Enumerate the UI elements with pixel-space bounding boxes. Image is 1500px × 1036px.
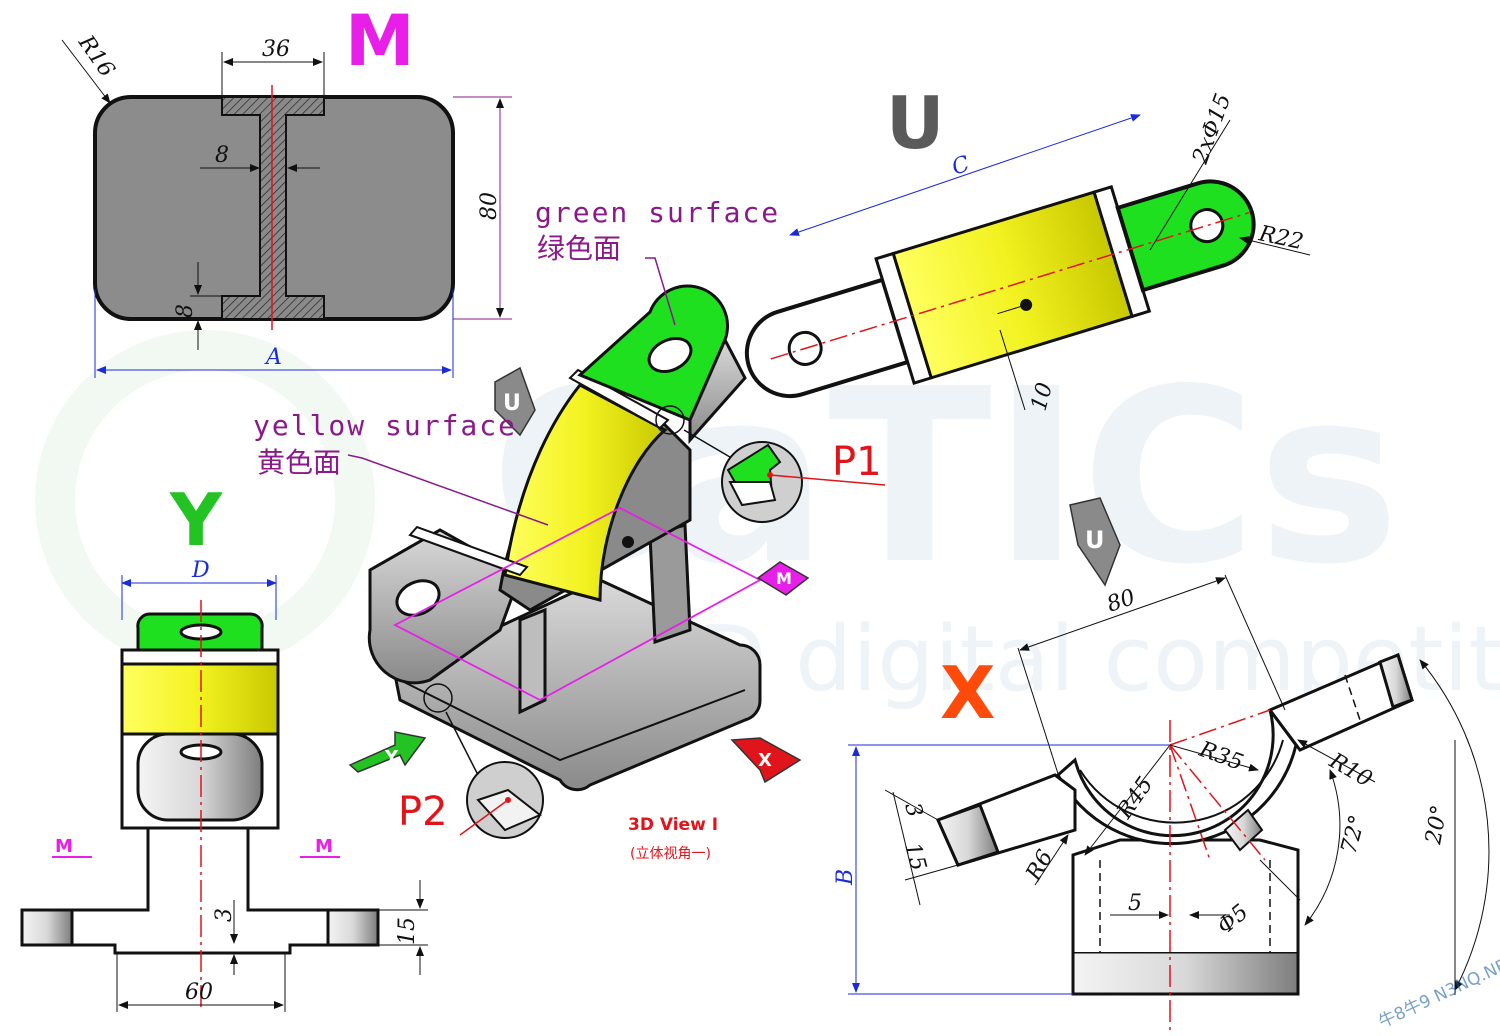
arrow-u: U [494, 366, 536, 437]
svg-text:Y: Y [384, 747, 399, 768]
view-caption: 3D View I [628, 815, 718, 835]
x-dim-r6-text: R6 [1021, 846, 1058, 886]
x-dim-15-text: 15 [899, 840, 930, 874]
y-section-mark-right: M [315, 836, 333, 857]
green-surface-note-cn: 绿色面 [537, 232, 621, 265]
x-dim-5-text: 5 [1128, 891, 1142, 916]
p1-label: P1 [832, 439, 882, 485]
y-dim-3-text: 3 [212, 908, 237, 922]
3d-left-lug [367, 528, 522, 685]
u-dim-r22-text: R22 [1256, 221, 1306, 255]
arrow-x: U [1069, 497, 1121, 587]
arrow-xred: X [730, 737, 802, 784]
u-dim-holes-text: 2xΦ15 [1188, 90, 1237, 168]
view-m-label: M [345, 0, 415, 82]
view-y-label: Y [169, 478, 223, 562]
arrow-y: Y [348, 731, 427, 773]
y-dim-15-text: 15 [395, 917, 420, 945]
u-dim-c-text: C [949, 152, 973, 181]
view-x-label: X [940, 651, 996, 735]
m-dim-80-text: 80 [477, 192, 502, 220]
y-dim-d-text: D [191, 558, 210, 583]
m-dim-r16-text: R16 [73, 30, 120, 82]
view-y: Y D M M 60 3 15 [20, 478, 428, 1012]
view-m: M 36 8 80 8 A R16 [61, 0, 512, 378]
m-dim-36-text: 36 [262, 37, 290, 62]
x-dim-72-text: 72° [1337, 812, 1371, 856]
x-dim-r35-text: R35 [1195, 737, 1246, 776]
yellow-surface-note: yellow surface [253, 409, 517, 442]
u-green-lug [1115, 179, 1256, 293]
x-dim-r10-text: R10 [1324, 748, 1376, 792]
x-dim-80 [1019, 577, 1226, 651]
green-surface-note: green surface [535, 196, 780, 229]
x-saddle [1056, 709, 1298, 846]
view-3d: U U Y X M P1 P2 [253, 196, 1121, 862]
svg-text:X: X [758, 750, 772, 771]
u-dim-c [789, 114, 1141, 236]
m-dim-flange-text: 8 [173, 304, 198, 318]
svg-text:U: U [503, 391, 521, 416]
x-dim-3-text: 3 [899, 800, 927, 820]
m-dim-web-text: 8 [215, 143, 229, 168]
x-dim-r45-text: R45 [1112, 773, 1159, 825]
m-ibeam-section [221, 96, 325, 320]
y-dim-60-text: 60 [185, 980, 213, 1005]
y-yellow-band [120, 662, 280, 736]
p2-label: P2 [398, 789, 448, 835]
y-section-mark-left: M [55, 836, 73, 857]
m-dim-a-text: A [264, 345, 282, 370]
corner-watermark: 牛8牛9 N3NQ.NET [1376, 951, 1500, 1033]
svg-text:M: M [776, 569, 792, 588]
view-u-label: U [886, 81, 944, 165]
u-left-lug [744, 277, 911, 399]
x-dim-20-text: 20° [1421, 803, 1453, 847]
x-dim-b-text: B [833, 869, 858, 886]
x-pedestal [1071, 950, 1300, 996]
view-x: X R45 R35 R10 R6 80 [833, 574, 1490, 1030]
view-caption-cn: (立体视角一) [630, 846, 711, 862]
svg-text:U: U [1085, 526, 1105, 554]
arrow-m: M [756, 561, 810, 596]
yellow-surface-note-cn: 黄色面 [257, 446, 341, 479]
